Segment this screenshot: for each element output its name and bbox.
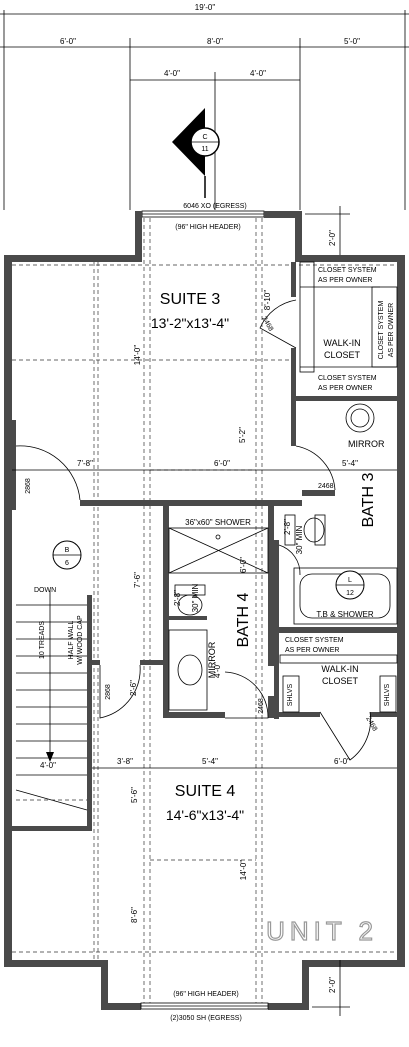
seg1-dim: 6'-0" [60,37,76,46]
top-bump-dim: 2'-0" [328,230,337,246]
bath4-name: BATH 4 [235,592,252,647]
suite3-depth-dim: 14'-0" [133,345,142,366]
bath3-name: BATH 3 [360,472,377,527]
room-labels: SUITE 3 13'-2"x13'-4" SUITE 4 14'-6"x13'… [151,291,377,823]
closet-depth-dim: 8'-10" [263,290,272,311]
section-marker-bottom: 11 [201,146,208,153]
tag-l-letter: L [348,577,352,584]
stair-treads: 10 TREADS [39,621,46,659]
walkin-2-line2: CLOSET [322,676,359,686]
suite4-right-dim: 6'-0" [334,757,350,766]
window-top-label: 6046 XO (EGRESS) [183,203,246,210]
mirror-1: MIRROR [348,439,385,449]
walkin-2-line1: WALK-IN [321,664,358,674]
toilet-clear-1: 2'-8" [283,519,292,535]
tag-b-letter: B [65,547,70,554]
walkin-1-line2: CLOSET [324,350,361,360]
shower-1: 36"x60" SHOWER [185,518,251,527]
door-2468-c: 2468 [258,698,265,714]
detail-tag-l: L 12 [335,570,365,600]
suite4-size: 14'-6"x13'-4" [166,807,244,823]
closet-system-2: CLOSET SYSTEM [318,375,377,382]
suite4-upper-dim: 5'-6" [130,787,139,803]
overall-width-dim: 19'-0" [195,3,216,12]
toilet-clear-2: 30" MIN [295,525,304,554]
suite3-size: 13'-2"x13'-4" [151,315,229,331]
interior-walls [12,262,397,831]
hall-mid-dim: 6'-0" [214,459,230,468]
entry-width-dim: 2'-6" [129,680,138,696]
suite3-name: SUITE 3 [160,291,221,308]
suite4-mid-dim: 5'-4" [202,757,218,766]
sub2-dim: 4'-0" [250,69,266,78]
tag-l-number: 12 [346,590,354,597]
top-window: 6046 XO (EGRESS) (96" HIGH HEADER) [141,203,265,231]
section-marker: C 11 [172,108,220,198]
suite4-depth-dim: 14'-0" [239,860,248,881]
stair-rail-cap: W/ WOOD CAP [77,615,84,665]
closet-system-vb: AS PER OWNER [388,303,395,357]
vanity-height-dim: 4'-0" [213,662,222,678]
closet-system-1: CLOSET SYSTEM [318,267,377,274]
doors [15,299,371,761]
dashed-lines [12,218,397,1003]
sub1-dim: 4'-0" [164,69,180,78]
shower-2: T.B & SHOWER [316,610,374,619]
exterior-walls [4,211,405,1010]
seg3-dim: 5'-0" [344,37,360,46]
mirror-2: MIRROR [207,641,217,678]
door-2468-d: 2468 [364,716,378,733]
stair-run-dim: 7'-6" [133,572,142,588]
closet-system-3b: AS PER OWNER [285,647,339,654]
stair-rail: HALF WALL [68,621,75,660]
annotations: CLOSET SYSTEM AS PER OWNER CLOSET SYSTEM… [25,267,395,733]
bath4-height-dim: 6'-0" [239,557,248,573]
unit-label: UNIT 2 [266,916,378,946]
walkin-1-line1: WALK-IN [323,338,360,348]
stairs [15,590,88,811]
window-bottom-label: (2)3050 SH (EGRESS) [170,1015,242,1022]
closet-system-1b: AS PER OWNER [318,277,372,284]
bath-height-dim: 5'-2" [238,427,247,443]
suite4-left-dim: 3'-8" [117,757,133,766]
suite4-lower-dim: 8'-6" [130,907,139,923]
interior-dims: 7'-8" 6'-0" 5'-4" 14'-0" 8'-10" 5'-2" 7'… [12,290,397,923]
header-bottom-label: (96" HIGH HEADER) [173,991,239,998]
toilet-clear-4: 30" MIN [191,583,200,612]
suite4-name: SUITE 4 [175,783,236,800]
hall-left-dim: 7'-8" [77,459,93,468]
toilet-clear-3: 2'-8" [173,590,182,606]
top-dimensions: 19'-0" 6'-0" 8'-0" 5'-0" 4'-0" 4'-0" [0,3,409,210]
landing-width-dim: 4'-0" [40,761,56,770]
header-top-label: (96" HIGH HEADER) [175,224,241,231]
detail-tag-b: B 6 [52,540,82,570]
door-2868-b: 2868 [105,684,112,700]
door-2468-b: 2468 [318,483,334,490]
fixtures [168,403,398,711]
bottom-bump-dim: 2'-0" [328,977,337,993]
section-marker-top: C [202,134,207,141]
shelves-1: SHLVS [287,683,294,706]
closet-system-2b: AS PER OWNER [318,385,372,392]
closet-shelves [279,261,398,713]
hall-right-dim: 5'-4" [342,459,358,468]
tag-b-number: 6 [65,560,69,567]
stair-down: DOWN [34,587,56,594]
seg2-dim: 8'-0" [207,37,223,46]
shelves-2: SHLVS [384,683,391,706]
door-2868-a: 2868 [25,478,32,494]
closet-system-3: CLOSET SYSTEM [285,637,344,644]
closet-system-v: CLOSET SYSTEM [378,301,385,360]
